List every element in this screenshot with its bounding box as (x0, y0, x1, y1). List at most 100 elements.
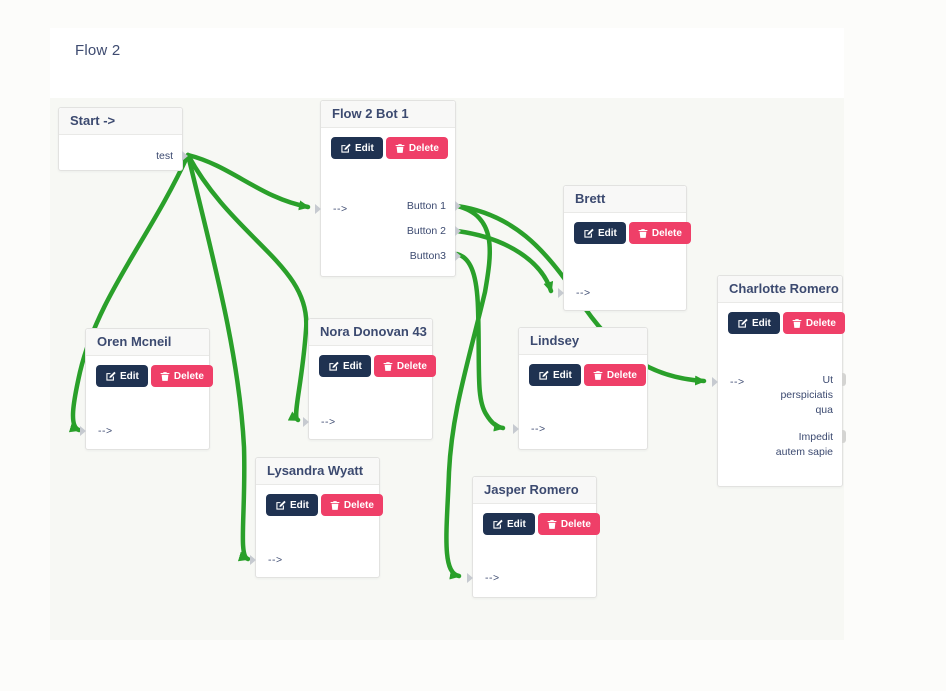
node-title: Nora Donovan 43 (320, 324, 427, 339)
edit-button[interactable]: Edit (483, 513, 535, 535)
input-label: --> (98, 425, 113, 437)
edit-button-label: Edit (553, 369, 572, 381)
edit-button[interactable]: Edit (96, 365, 148, 387)
input-label: --> (333, 203, 348, 215)
node-start[interactable]: Start -> test (58, 107, 188, 171)
delete-button-label: Delete (651, 227, 682, 239)
node-oren-mcneil[interactable]: Oren Mcneil Edit Delete --> (80, 328, 213, 450)
node-lindsey[interactable]: Lindsey Edit Delete --> (513, 327, 648, 450)
output-label: test (156, 150, 173, 162)
delete-button-label: Delete (805, 317, 836, 329)
delete-button[interactable]: Delete (373, 355, 436, 377)
edit-pencil-icon (341, 143, 351, 153)
delete-button[interactable]: Delete (583, 364, 646, 386)
trash-icon (330, 500, 340, 510)
edit-button-label: Edit (290, 499, 309, 511)
trash-icon (160, 371, 170, 381)
output-port[interactable] (842, 430, 846, 443)
node-actions: Edit Delete (86, 356, 213, 387)
output-row: Button 2 (321, 222, 461, 240)
input-row: --> (80, 422, 209, 440)
input-label: --> (268, 554, 283, 566)
delete-button-label: Delete (606, 369, 637, 381)
edit-button[interactable]: Edit (331, 137, 383, 159)
edit-pencil-icon (106, 371, 116, 381)
node-title: Start -> (70, 113, 116, 128)
edit-pencil-icon (329, 361, 339, 371)
edit-pencil-icon (584, 228, 594, 238)
node-actions: Edit Delete (473, 504, 600, 535)
node-actions: Edit Delete (256, 485, 383, 516)
page-title: Flow 2 (75, 42, 121, 59)
input-port[interactable] (80, 426, 86, 436)
input-label: --> (531, 423, 546, 435)
output-label: Button 2 (406, 225, 446, 237)
delete-button[interactable]: Delete (150, 365, 213, 387)
node-title: Oren Mcneil (97, 334, 172, 349)
edit-button[interactable]: Edit (574, 222, 626, 244)
input-row: --> (315, 200, 455, 218)
edit-button[interactable]: Edit (529, 364, 581, 386)
node-title: Lindsey (530, 333, 580, 348)
input-port[interactable] (303, 417, 309, 427)
edit-button-label: Edit (355, 142, 374, 154)
input-port[interactable] (250, 555, 256, 565)
delete-button-label: Delete (343, 499, 374, 511)
output-port[interactable] (455, 251, 461, 261)
input-row: --> (467, 569, 596, 587)
delete-button[interactable]: Delete (385, 137, 448, 159)
input-row: --> (250, 551, 379, 569)
output-row: Button 1 (321, 197, 461, 215)
node-actions: Edit Delete (321, 128, 455, 159)
input-port[interactable] (558, 288, 564, 298)
trash-icon (593, 370, 603, 380)
delete-button[interactable]: Delete (782, 312, 845, 334)
node-nora-donovan-43[interactable]: Nora Donovan 43 Edit Delete --> (303, 318, 436, 440)
input-port[interactable] (467, 573, 473, 583)
node-title: Lysandra Wyatt (267, 463, 364, 478)
node-actions: Edit Delete (718, 303, 845, 334)
output-port[interactable] (842, 373, 846, 386)
delete-button[interactable]: Delete (537, 513, 600, 535)
delete-button[interactable]: Delete (628, 222, 691, 244)
input-label: --> (730, 376, 745, 388)
output-port[interactable] (455, 226, 461, 236)
edit-button-label: Edit (120, 370, 139, 382)
edit-pencil-icon (539, 370, 549, 380)
input-port[interactable] (712, 377, 718, 387)
delete-button-label: Delete (408, 142, 439, 154)
input-port[interactable] (315, 204, 321, 214)
delete-button[interactable]: Delete (320, 494, 383, 516)
output-row: test (59, 147, 188, 165)
node-actions: Edit Delete (309, 346, 436, 377)
output-port[interactable] (455, 201, 461, 211)
input-label: --> (485, 572, 500, 584)
delete-button-label: Delete (396, 360, 427, 372)
edit-button-label: Edit (343, 360, 362, 372)
output-label: Button3 (409, 250, 446, 262)
edit-button[interactable]: Edit (319, 355, 371, 377)
node-jasper-romero[interactable]: Jasper Romero Edit Delete --> (467, 476, 600, 598)
trash-icon (383, 361, 393, 371)
output-port[interactable] (182, 151, 188, 161)
node-title: Jasper Romero (484, 482, 579, 497)
output-label: Button 1 (406, 200, 446, 212)
node-title: Charlotte Romero (729, 281, 839, 296)
input-label: --> (576, 287, 591, 299)
input-row: --> (303, 413, 432, 431)
trash-icon (638, 228, 648, 238)
edit-button-label: Edit (598, 227, 617, 239)
edit-button-label: Edit (507, 518, 526, 530)
node-brett[interactable]: Brett Edit Delete --> (558, 185, 691, 311)
input-label: --> (321, 416, 336, 428)
trash-icon (547, 519, 557, 529)
edit-button-label: Edit (752, 317, 771, 329)
input-port[interactable] (513, 424, 519, 434)
node-charlotte-romero[interactable]: Charlotte Romero Edit Delete -->Ut persp… (712, 275, 846, 487)
edit-button[interactable]: Edit (728, 312, 780, 334)
node-title: Brett (575, 191, 606, 206)
edit-button[interactable]: Edit (266, 494, 318, 516)
node-lysandra-wyatt[interactable]: Lysandra Wyatt Edit Delete --> (250, 457, 383, 578)
